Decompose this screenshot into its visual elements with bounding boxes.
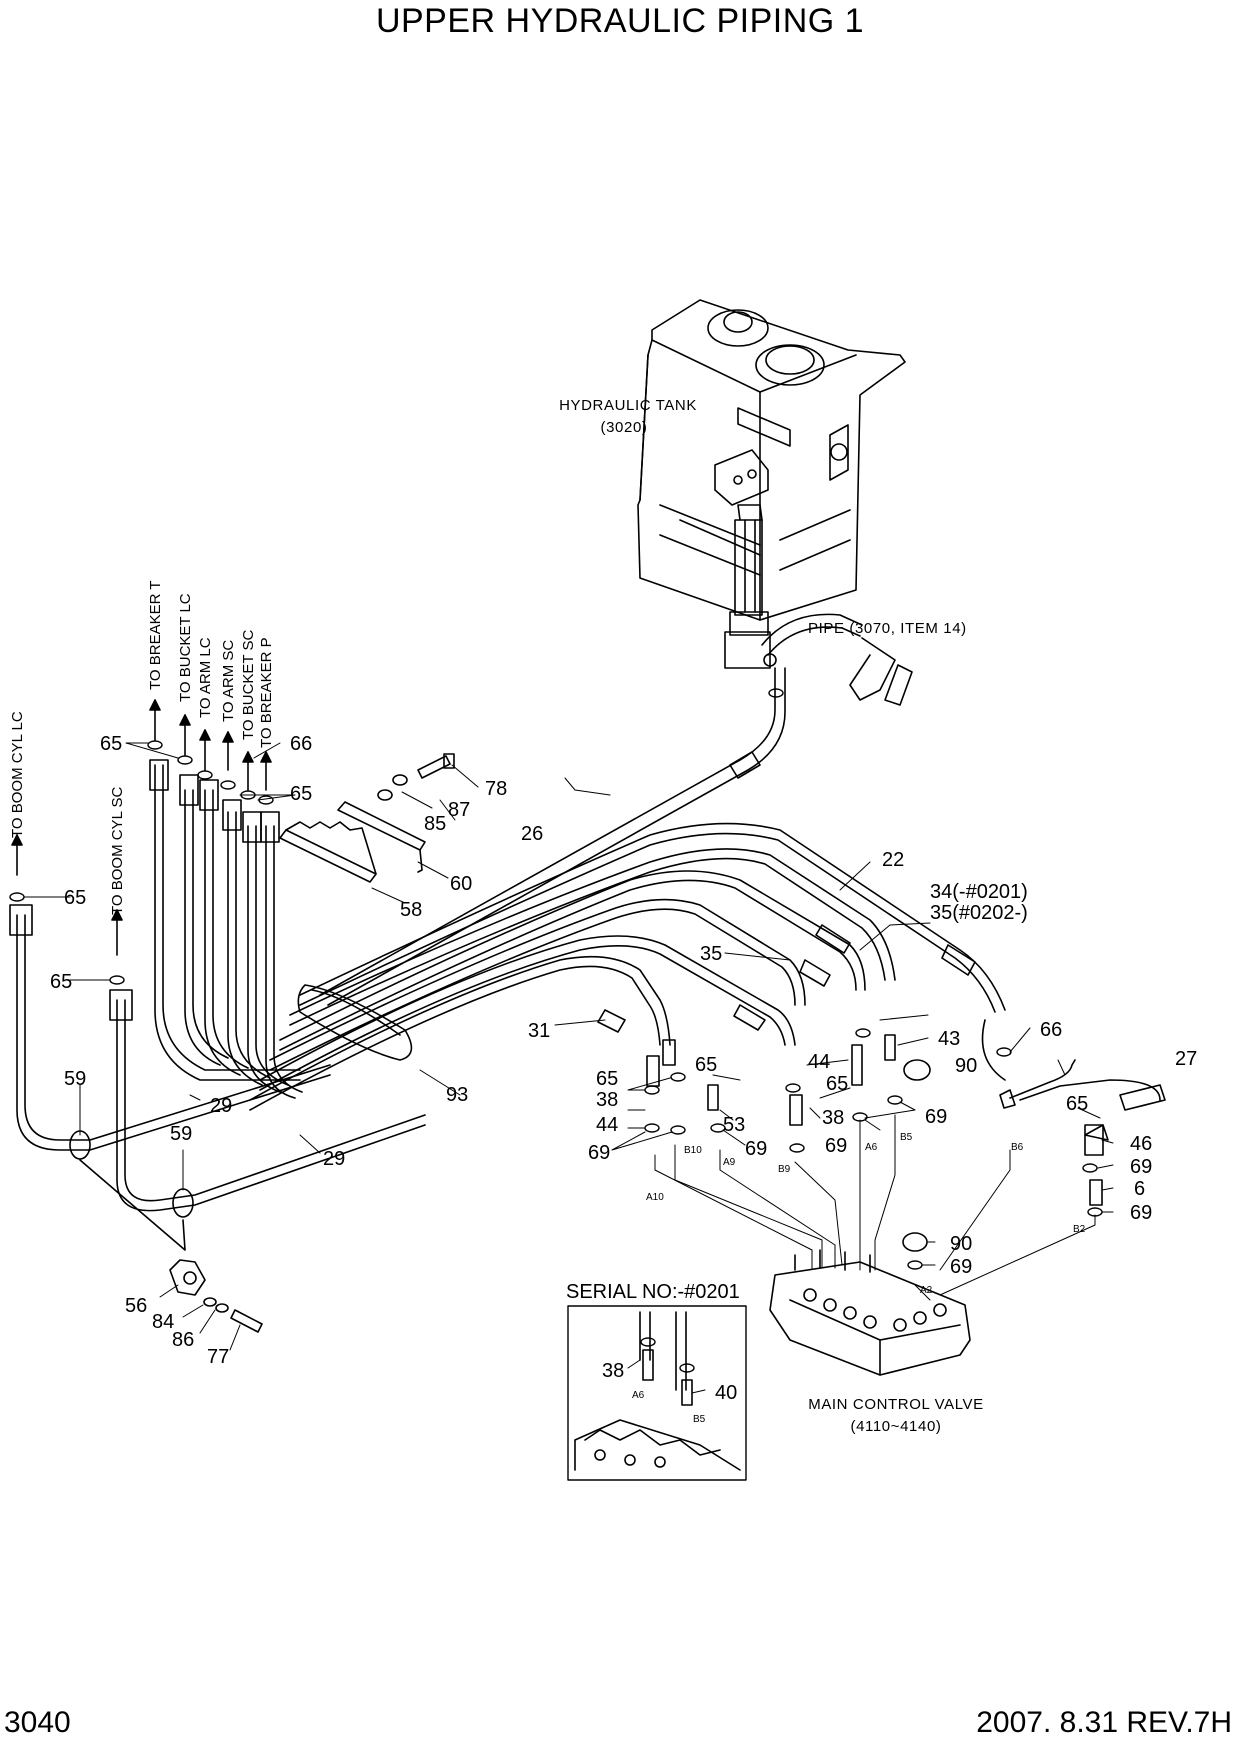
part-number: 29 [210, 1095, 232, 1117]
part-number: 85 [424, 813, 446, 835]
tank-name-label: HYDRAULIC TANK [559, 397, 697, 414]
part-number: 27 [1175, 1048, 1197, 1070]
component-labels: HYDRAULIC TANK (3020) PIPE (3070, ITEM 1… [559, 397, 984, 1435]
part-number: 38 [822, 1107, 844, 1129]
part-number: 35 [700, 943, 722, 965]
destination-arrows [11, 699, 272, 956]
port-label: B5 [693, 1414, 706, 1425]
part-number: 60 [450, 873, 472, 895]
part-number: 66 [1040, 1019, 1062, 1041]
part-number: 69 [950, 1256, 972, 1278]
part-number: 22 [882, 849, 904, 871]
part-number: 46 [1130, 1133, 1152, 1155]
part-number: 77 [207, 1346, 229, 1368]
part-number: 90 [955, 1055, 977, 1077]
dest-label: TO BREAKER P [258, 637, 275, 748]
pipe-bundle [249, 822, 1006, 1111]
port-label: A6 [865, 1142, 878, 1153]
main-control-valve [769, 1249, 971, 1376]
valve-name-label: MAIN CONTROL VALVE [808, 1396, 984, 1413]
part-number: 69 [1130, 1202, 1152, 1224]
port-label: B2 [1073, 1224, 1086, 1235]
part-number: 6 [1134, 1178, 1145, 1200]
revision-label: 2007. 8.31 REV.7H [976, 1706, 1232, 1739]
port-labels: A10 B10 A9 B9 A6 B5 B6 B2 A2 A6 B5 [632, 1132, 1086, 1425]
part-number: 65 [64, 887, 86, 909]
part-number: 40 [715, 1382, 737, 1404]
part-number: 44 [808, 1051, 830, 1073]
valve-ref-label: (4110~4140) [851, 1418, 942, 1435]
part-number: 29 [323, 1148, 345, 1170]
part-number: 38 [596, 1089, 618, 1111]
part-number: 65 [290, 783, 312, 805]
part-number: 34(-#0201) [930, 881, 1028, 903]
part-number: 65 [695, 1054, 717, 1076]
port-label: B10 [684, 1145, 702, 1156]
part-number: 65 [1066, 1093, 1088, 1115]
part-number: 78 [485, 778, 507, 800]
dest-label: TO BUCKET SC [240, 630, 257, 740]
port-label: A6 [632, 1390, 645, 1401]
destination-hoses [149, 759, 303, 1099]
part-number: 53 [723, 1114, 745, 1136]
destination-labels: TO BOOM CYL LC TO BOOM CYL SC TO BREAKER… [9, 581, 275, 915]
tank-ref-label: (3020) [601, 419, 648, 436]
part-number: 44 [596, 1114, 618, 1136]
part-number: 43 [938, 1028, 960, 1050]
part-number: 26 [521, 823, 543, 845]
serial-note: SERIAL NO:-#0201 [566, 1281, 740, 1303]
dest-label: TO BOOM CYL SC [109, 786, 126, 915]
dest-label: TO ARM SC [220, 640, 237, 722]
part-number: 87 [448, 799, 470, 821]
part-number: 65 [826, 1073, 848, 1095]
dest-label: TO ARM LC [197, 637, 214, 718]
part-leader-lines [23, 742, 1114, 1394]
o-rings [9, 688, 1103, 1373]
port-label: A10 [646, 1192, 664, 1203]
part-number: 56 [125, 1295, 147, 1317]
serial-inset [567, 1305, 747, 1481]
clamp-58-60 [279, 753, 455, 883]
part-number: 65 [50, 971, 72, 993]
part-number: 65 [100, 733, 122, 755]
part-number-labels: 65 65 66 65 78 87 85 60 58 65 65 26 22 3… [50, 733, 1197, 1404]
part-number: 90 [950, 1233, 972, 1255]
part-number: 69 [1130, 1156, 1152, 1178]
part-number: 84 [152, 1311, 174, 1333]
port-leader-lines [654, 1114, 1096, 1301]
part-number: 31 [528, 1020, 550, 1042]
part-number: 69 [588, 1142, 610, 1164]
part-number: 69 [745, 1138, 767, 1160]
part-number: 93 [446, 1084, 468, 1106]
port-label: B9 [778, 1164, 791, 1175]
page-number: 3040 [4, 1706, 71, 1739]
part-number: 58 [400, 899, 422, 921]
part-number: 66 [290, 733, 312, 755]
part-number: 59 [64, 1068, 86, 1090]
pipe-3070 [761, 613, 913, 706]
port-label: A9 [723, 1157, 736, 1168]
dest-label: TO BREAKER T [147, 581, 164, 690]
pipe-ref-label: PIPE (3070, ITEM 14) [808, 620, 967, 637]
page-title: UPPER HYDRAULIC PIPING 1 [375, 2, 865, 40]
part-number: 35(#0202-) [930, 902, 1028, 924]
hydraulic-tank [637, 299, 906, 669]
clamp-93 [297, 984, 413, 1061]
pipe-26 [319, 653, 786, 1006]
port-label: B6 [1011, 1142, 1024, 1153]
dest-label: TO BOOM CYL LC [9, 711, 26, 838]
part-number: 86 [172, 1329, 194, 1351]
part-number: 59 [170, 1123, 192, 1145]
dest-label: TO BUCKET LC [177, 593, 194, 702]
port-label: A2 [920, 1285, 933, 1296]
part-number: 69 [825, 1135, 847, 1157]
part-number: 65 [596, 1068, 618, 1090]
part-number: 38 [602, 1360, 624, 1382]
bracket-56 [169, 1259, 263, 1333]
part-number: 69 [925, 1106, 947, 1128]
port-label: B5 [900, 1132, 913, 1143]
